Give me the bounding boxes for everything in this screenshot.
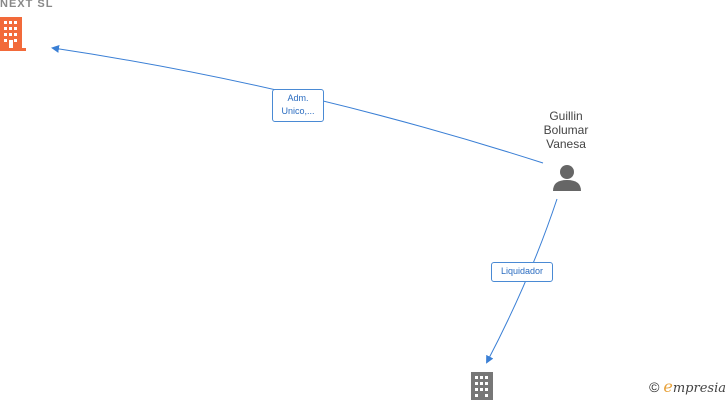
company-name-label[interactable]: NEXT SL [0,0,54,10]
copyright-symbol: © [649,378,660,395]
footer-brand: © empresia [649,377,726,396]
brand-logo: empresia [663,377,726,396]
person-name-line: Guillin [549,109,583,123]
person-icon[interactable] [553,165,581,191]
person-name-line: Vanesa [546,137,586,151]
person-name-line: Bolumar [543,123,589,137]
edge-label-line: Liquidador [500,266,544,276]
building-icon[interactable] [0,17,26,51]
building-icon[interactable] [471,372,493,400]
edge-label-liquidador[interactable]: Liquidador [491,262,553,282]
person-name-label[interactable]: Guillin Bolumar Vanesa [531,109,601,151]
edge-label-adm-unico[interactable]: Adm. Unico,... [272,89,324,122]
edge-label-line: Unico,... [281,106,315,116]
edge-label-line: Adm. [287,93,309,103]
